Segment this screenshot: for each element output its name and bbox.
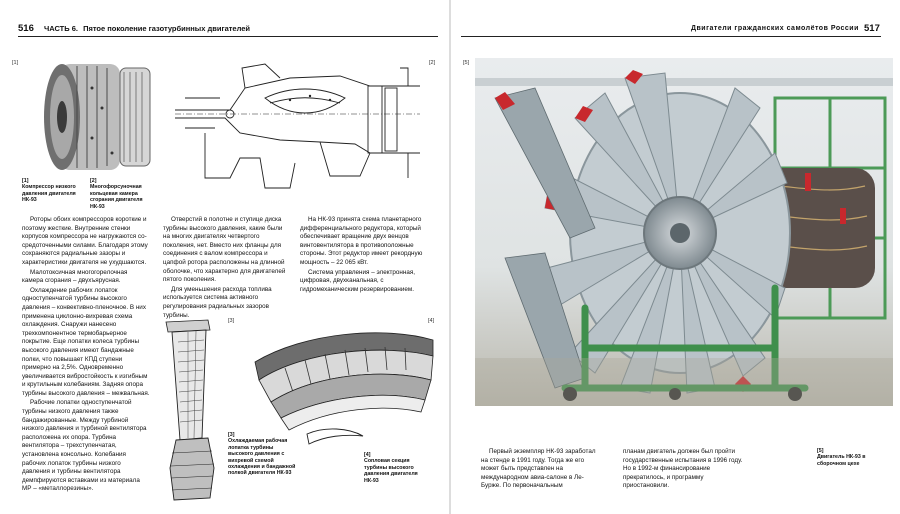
paragraph: планам двигатель должен был пройти госуд… bbox=[623, 448, 743, 490]
paragraph: Отверстий в полотне и ступице диска турб… bbox=[163, 216, 286, 284]
caption-4: [4] Сопловая секция турбины высокого дав… bbox=[364, 452, 430, 484]
caption-1-num: [1] bbox=[22, 178, 29, 184]
text-column-3: На НК-93 принята схема планетарного дифф… bbox=[300, 216, 430, 294]
right-text-column-1: Первый экземпляр НК-93 заработал на стен… bbox=[481, 448, 601, 491]
caption-3-text: Охлаждаемая рабочая лопатка турбины высо… bbox=[228, 438, 296, 477]
caption-2-num: [2] bbox=[90, 178, 97, 184]
caption-4-num: [4] bbox=[364, 452, 371, 458]
caption-3: [3] Охлаждаемая рабочая лопатка турбины … bbox=[228, 432, 296, 477]
turbine-blade-drawing bbox=[165, 319, 215, 501]
combustor-drawing bbox=[175, 63, 420, 189]
paragraph: Малотоксичная многогорелочная камера сго… bbox=[22, 268, 128, 285]
paragraph: Система управления – электронная, цифров… bbox=[300, 268, 416, 293]
right-text-column-2: планам двигатель должен был пройти госуд… bbox=[623, 448, 749, 491]
chapter-title: Пятое поколение газотурбинных двигателей bbox=[83, 24, 251, 33]
text-column-1: Роторы обоих компрессоров короткие и поэ… bbox=[22, 216, 150, 494]
caption-2: [2] Многофорсуночная кольцевая камера сг… bbox=[90, 178, 154, 210]
caption-5: [5] Двигатель НК-93 в сборочном цехе bbox=[817, 448, 879, 467]
caption-3-num: [3] bbox=[228, 432, 235, 438]
header-rule bbox=[18, 36, 438, 37]
left-page-number: 516 bbox=[18, 23, 34, 34]
left-header: 516 ЧАСТЬ 6. Пятое поколение газотурбинн… bbox=[18, 23, 250, 34]
fig-tag-4: [4] bbox=[428, 318, 435, 324]
running-title: Двигатели гражданских самолётов России bbox=[691, 25, 859, 32]
fig-tag-1: [1] bbox=[12, 60, 19, 66]
right-page-number: 517 bbox=[864, 23, 880, 34]
caption-2-text: Многофорсуночная кольцевая камера сгоран… bbox=[90, 184, 143, 210]
chapter-label: ЧАСТЬ 6. bbox=[43, 24, 78, 33]
header-rule-right bbox=[461, 36, 881, 37]
fig-tag-3: [3] bbox=[228, 318, 235, 324]
paragraph: Для уменьшения расхода топлива используе… bbox=[163, 285, 272, 319]
paragraph: Роторы обоих компрессоров короткие и поэ… bbox=[22, 216, 148, 266]
caption-1: [1] Компрессор низкого давления двигател… bbox=[22, 178, 84, 204]
fig-tag-2: [2] bbox=[429, 60, 436, 66]
paragraph: Первый экземпляр НК-93 заработал на стен… bbox=[481, 448, 596, 490]
left-page: 516 ЧАСТЬ 6. Пятое поколение газотурбинн… bbox=[0, 0, 449, 514]
paragraph: На НК-93 принята схема планетарного дифф… bbox=[300, 216, 423, 266]
caption-1-text: Компрессор низкого давления двигателя НК… bbox=[22, 184, 76, 204]
fig-tag-5: [5] bbox=[463, 60, 470, 66]
paragraph: Охлаждение рабочих лопаток одноступенчат… bbox=[22, 286, 150, 397]
right-page: Двигатели гражданских самолётов России 5… bbox=[451, 0, 900, 514]
spine-gutter bbox=[449, 0, 451, 514]
paragraph: Рабочие лопатки одноступенчатой турбины … bbox=[22, 399, 147, 493]
caption-5-num: [5] bbox=[817, 448, 824, 454]
nozzle-segment-drawing bbox=[254, 332, 434, 445]
caption-4-text: Сопловая секция турбины высокого давлени… bbox=[364, 458, 418, 484]
text-column-2: Отверстий в полотне и ступице диска турб… bbox=[163, 216, 291, 320]
caption-5-text: Двигатель НК-93 в сборочном цехе bbox=[817, 454, 866, 467]
compressor-photo bbox=[44, 64, 151, 170]
engine-assembly-photo bbox=[475, 58, 893, 406]
